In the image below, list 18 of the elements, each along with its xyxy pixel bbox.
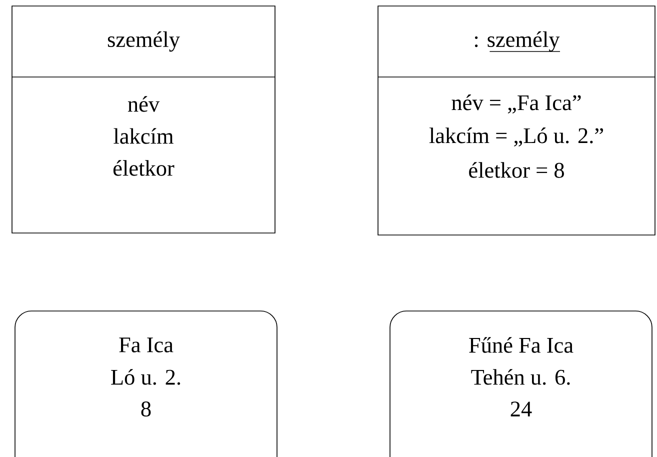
attribute-name: lakcím	[114, 128, 174, 144]
data-value: 24	[510, 402, 532, 416]
data-value: Fűné Fa Ica	[469, 337, 574, 353]
attribute-value: név = „Fa Ica”	[452, 94, 581, 114]
value-box	[390, 310, 652, 457]
data-value: Fa Ica	[119, 338, 174, 352]
data-value: Ló u. 2.	[111, 369, 180, 385]
object-name: : személy	[475, 31, 560, 52]
value-box	[14, 310, 278, 457]
attribute-name: életkor	[113, 160, 174, 176]
attribute-value: lakcím = „Ló u. 2.”	[429, 128, 603, 146]
attribute-value: életkor = 8	[469, 162, 564, 178]
data-value: 8	[141, 401, 151, 416]
class-box	[12, 6, 276, 234]
data-value: Tehén u. 6.	[471, 369, 570, 385]
object-box	[378, 6, 656, 236]
attribute-name: név	[128, 96, 160, 112]
class-name: személy	[108, 31, 180, 52]
